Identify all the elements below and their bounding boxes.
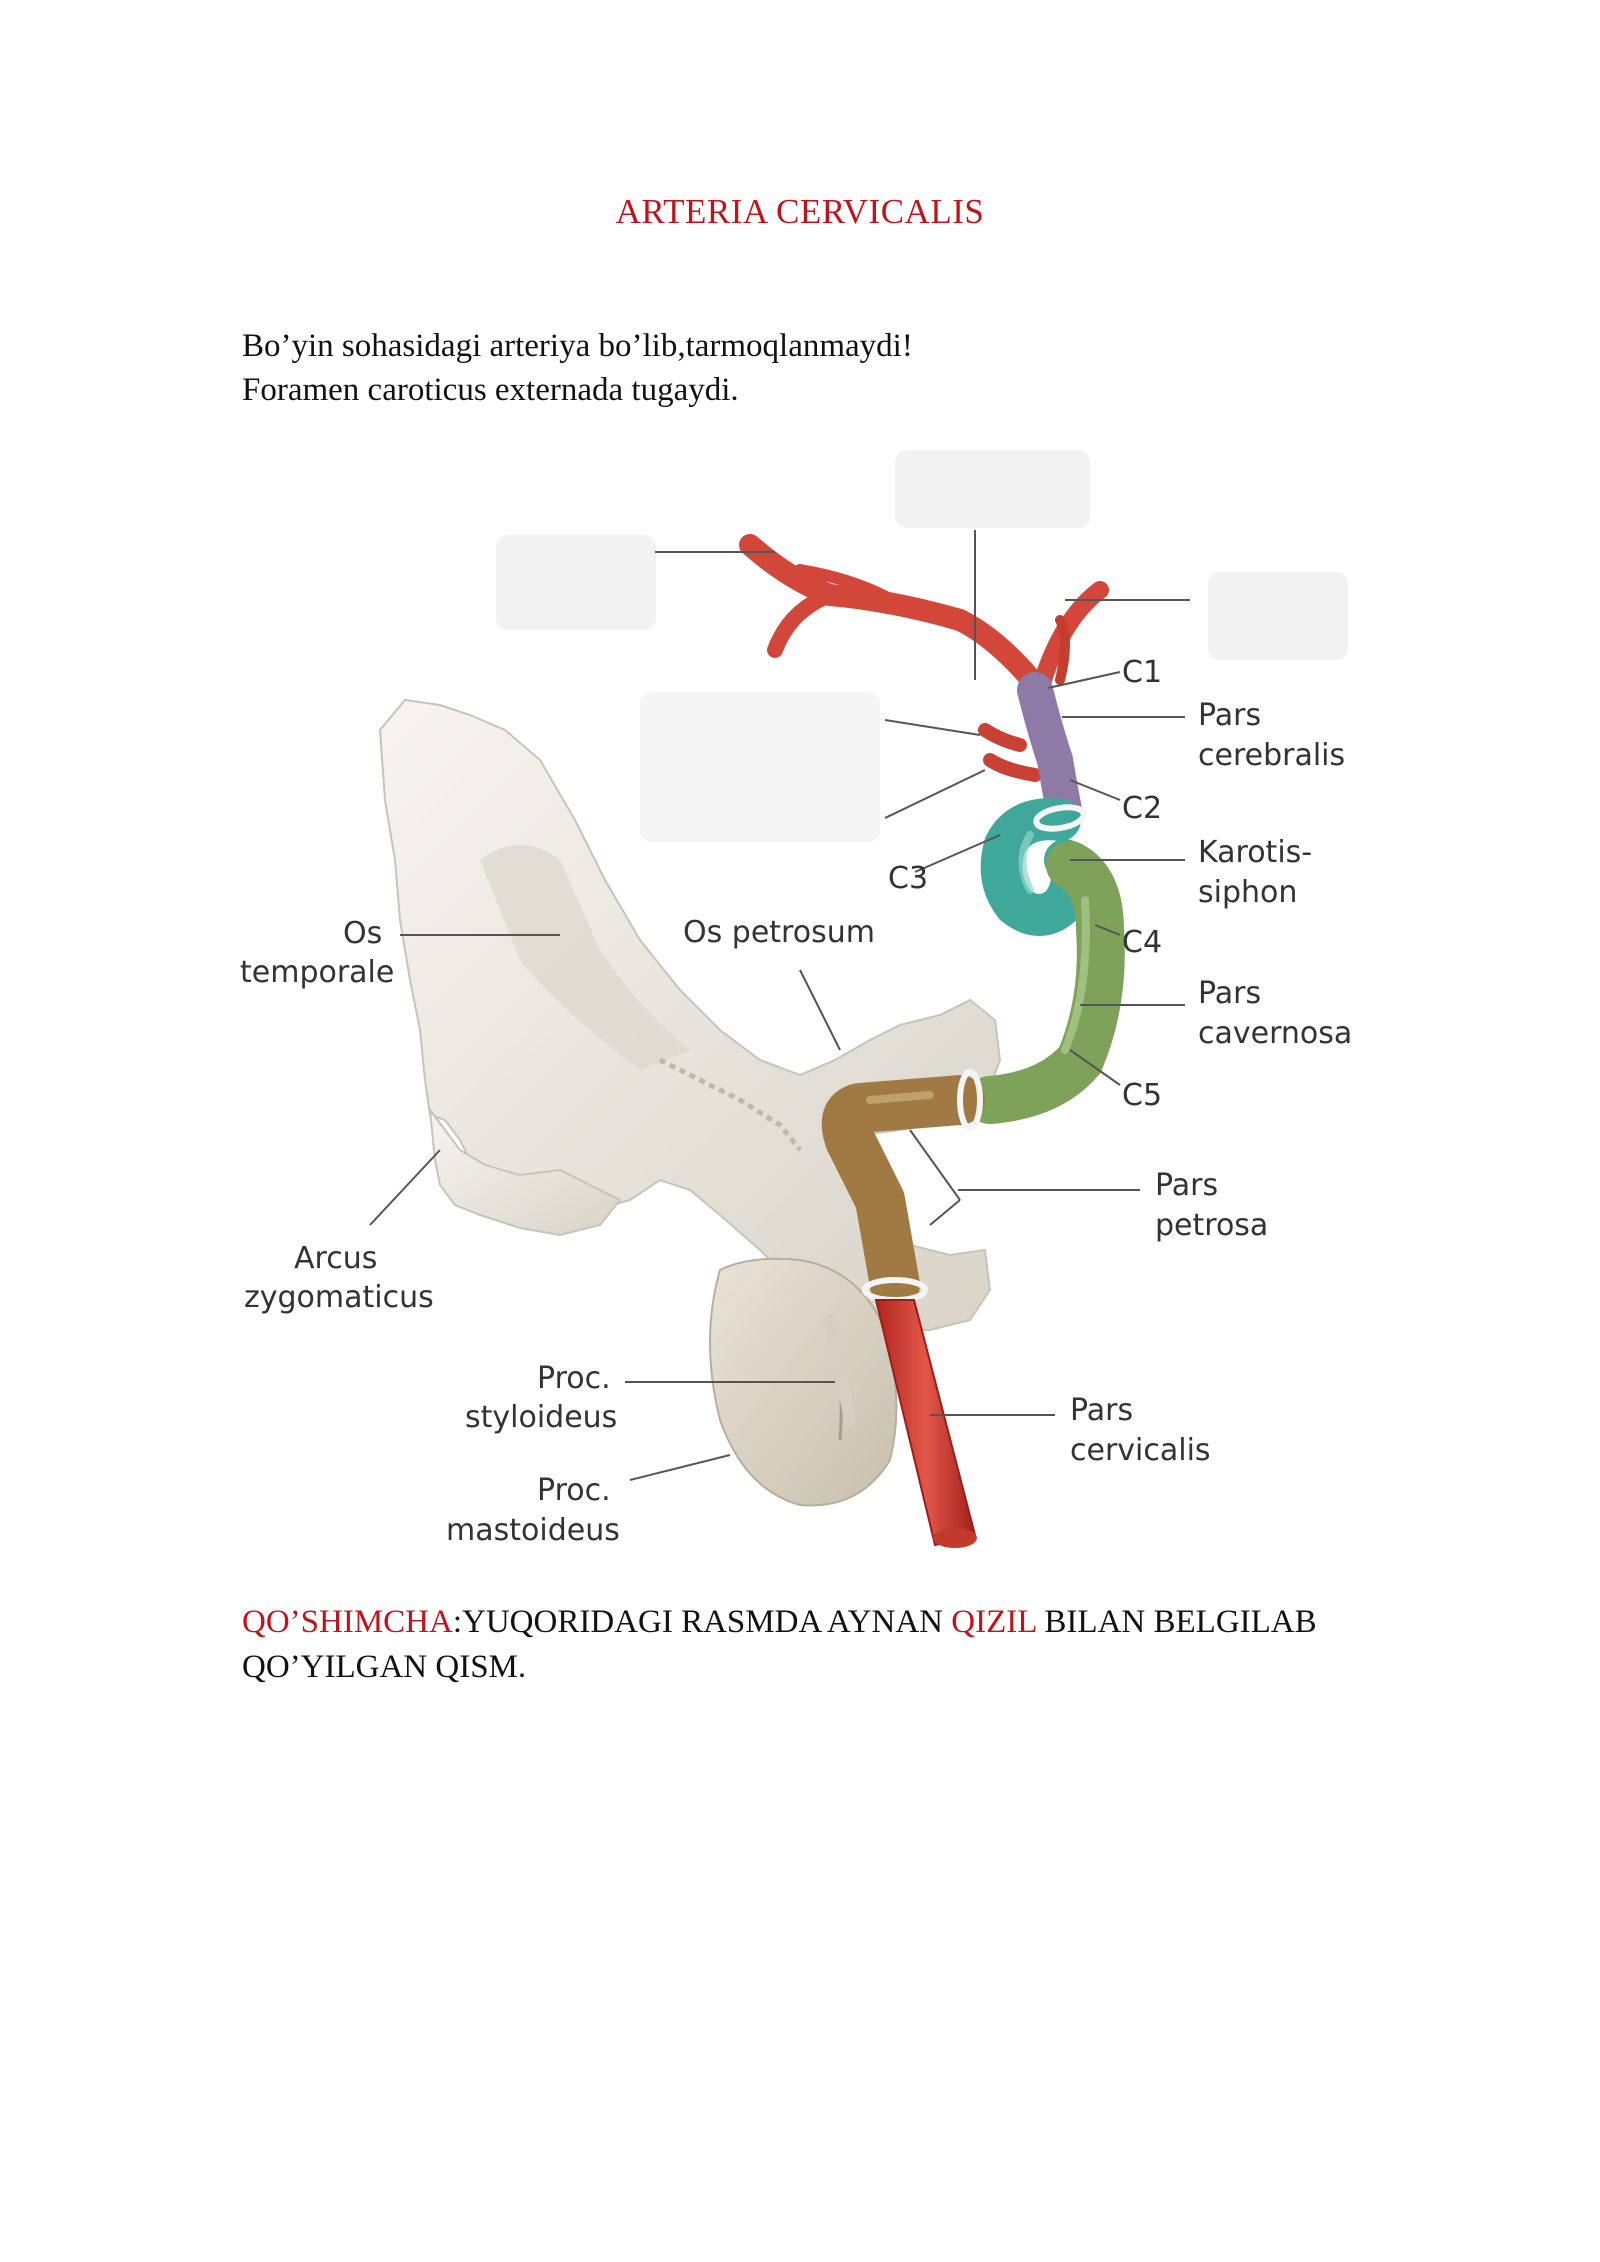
pars-cavernosa-segment — [966, 841, 1125, 1124]
pars-petrosa-segment — [821, 1075, 985, 1310]
label-pars-cavernosa-2: cavernosa — [1198, 1016, 1352, 1051]
hidden-label-1 — [895, 450, 1090, 528]
label-c4: C4 — [1122, 925, 1162, 960]
label-pars-cervicalis-1: Pars — [1070, 1393, 1133, 1428]
label-os-petrosum: Os petrosum — [683, 915, 875, 950]
label-os-temporale-2: temporale — [240, 955, 394, 990]
segment-rings — [862, 804, 1087, 1303]
note-text-2: BILAN BELGILAB QO’YILGAN QISM. — [242, 1604, 1317, 1685]
label-proc-masto-1: Proc. — [537, 1473, 611, 1508]
label-c2: C2 — [1122, 791, 1162, 826]
pars-cervicalis-segment — [874, 1299, 977, 1547]
proc-mastoideus-shape — [709, 1257, 898, 1507]
label-karotis-1: Karotis- — [1198, 835, 1312, 870]
label-os-temporale-1: Os — [343, 916, 382, 951]
hidden-label-boxes — [496, 450, 1348, 842]
page-title: ARTERIA CERVICALIS — [615, 192, 985, 231]
os-temporale-shape — [378, 698, 1002, 1331]
label-proc-masto-2: mastoideus — [446, 1513, 620, 1548]
label-c3: C3 — [888, 861, 928, 896]
arcus-zygomaticus-shape — [428, 1106, 622, 1237]
hidden-label-2 — [496, 535, 656, 630]
label-proc-stylo-1: Proc. — [537, 1361, 611, 1396]
note-label: QO’SHIMCHA — [242, 1604, 453, 1640]
label-pars-petrosa-1: Pars — [1155, 1168, 1218, 1203]
label-pars-cerebralis-2: cerebralis — [1198, 738, 1345, 773]
label-pars-petrosa-2: petrosa — [1155, 1208, 1268, 1243]
label-c5: C5 — [1122, 1078, 1162, 1113]
figure-labels: C1 Pars cerebralis C2 Karotis- siphon C3… — [240, 655, 1352, 1548]
proc-styloideus-shape — [824, 1314, 856, 1426]
intro-line-1: Bo’yin sohasidagi arteriya bo’lib,tarmoq… — [242, 328, 913, 364]
intro-text: Bo’yin sohasidagi arteriya bo’lib,tarmoq… — [242, 324, 913, 412]
label-proc-stylo-2: styloideus — [465, 1400, 617, 1435]
label-arcus-1: Arcus — [294, 1241, 377, 1276]
leader-lines — [369, 530, 1190, 1481]
artery-branches — [739, 534, 1109, 782]
note-highlight: QIZIL — [951, 1604, 1037, 1640]
label-c1: C1 — [1122, 655, 1162, 690]
label-pars-cervicalis-2: cervicalis — [1070, 1433, 1211, 1468]
karotis-siphon-segment — [980, 798, 1093, 936]
label-arcus-2: zygomaticus — [244, 1280, 434, 1315]
note-text-1: :YUQORIDAGI RASMDA AYNAN — [452, 1604, 952, 1640]
note-paragraph: QO’SHIMCHA:YUQORIDAGI RASMDA AYNAN QIZIL… — [242, 1600, 1392, 1690]
intro-line-2: Foramen caroticus externada tugaydi. — [242, 372, 739, 408]
hidden-label-4 — [640, 692, 880, 842]
label-karotis-2: siphon — [1198, 875, 1297, 910]
label-pars-cerebralis-1: Pars — [1198, 698, 1261, 733]
label-pars-cavernosa-1: Pars — [1198, 976, 1261, 1011]
pars-cervicalis-cut — [933, 1528, 977, 1548]
hidden-label-3 — [1208, 572, 1348, 660]
pars-cerebralis-segment — [1017, 672, 1083, 833]
